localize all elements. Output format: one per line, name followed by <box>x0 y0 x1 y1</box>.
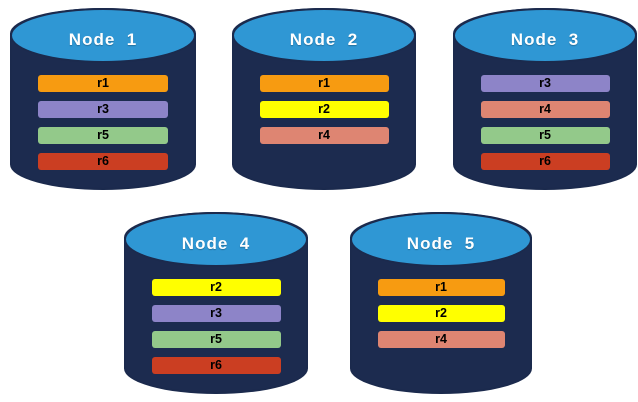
node-cylinder[interactable]: Node 5 r1 r2 r4 <box>350 212 532 394</box>
node-title: Node 2 <box>289 30 359 49</box>
shard-bar[interactable]: r2 <box>377 305 505 322</box>
shard-bar[interactable]: r3 <box>480 75 610 92</box>
node-cylinder[interactable]: Node 1 r1 r3 r5 r6 <box>10 8 196 190</box>
shard-bar[interactable]: r6 <box>38 153 168 170</box>
node-title: Node 4 <box>181 234 251 253</box>
shard-bar[interactable]: r4 <box>259 127 389 144</box>
node-cylinder[interactable]: Node 3 r3 r4 r5 r6 <box>453 8 637 190</box>
shard-bar[interactable]: r1 <box>38 75 168 92</box>
shard-bar[interactable]: r1 <box>259 75 389 92</box>
node-title: Node 1 <box>68 30 138 49</box>
shard-bar[interactable]: r4 <box>480 101 610 118</box>
shard-bar[interactable]: r1 <box>377 279 505 296</box>
cylinder-top-ellipse <box>232 8 416 63</box>
node-cylinder[interactable]: Node 4 r2 r3 r5 r6 <box>124 212 308 394</box>
shard-bar[interactable]: r5 <box>480 127 610 144</box>
shard-list: r1 r2 r4 <box>232 75 416 144</box>
shard-list: r1 r3 r5 r6 <box>10 75 196 170</box>
shard-bar[interactable]: r6 <box>151 357 281 374</box>
node-cylinder[interactable]: Node 2 r1 r2 r4 <box>232 8 416 190</box>
cylinder-top-ellipse <box>124 212 308 267</box>
cylinder-top-ellipse <box>350 212 532 267</box>
cylinder-top-ellipse <box>10 8 196 63</box>
shard-bar[interactable]: r2 <box>259 101 389 118</box>
shard-bar[interactable]: r5 <box>38 127 168 144</box>
node-title: Node 3 <box>510 30 580 49</box>
shard-bar[interactable]: r5 <box>151 331 281 348</box>
node-title: Node 5 <box>406 234 476 253</box>
shard-list: r3 r4 r5 r6 <box>453 75 637 170</box>
shard-list: r2 r3 r5 r6 <box>124 279 308 374</box>
shard-list: r1 r2 r4 <box>350 279 532 348</box>
shard-bar[interactable]: r2 <box>151 279 281 296</box>
cylinder-top-ellipse <box>453 8 637 63</box>
shard-bar[interactable]: r6 <box>480 153 610 170</box>
shard-bar[interactable]: r4 <box>377 331 505 348</box>
shard-bar[interactable]: r3 <box>151 305 281 322</box>
shard-bar[interactable]: r3 <box>38 101 168 118</box>
